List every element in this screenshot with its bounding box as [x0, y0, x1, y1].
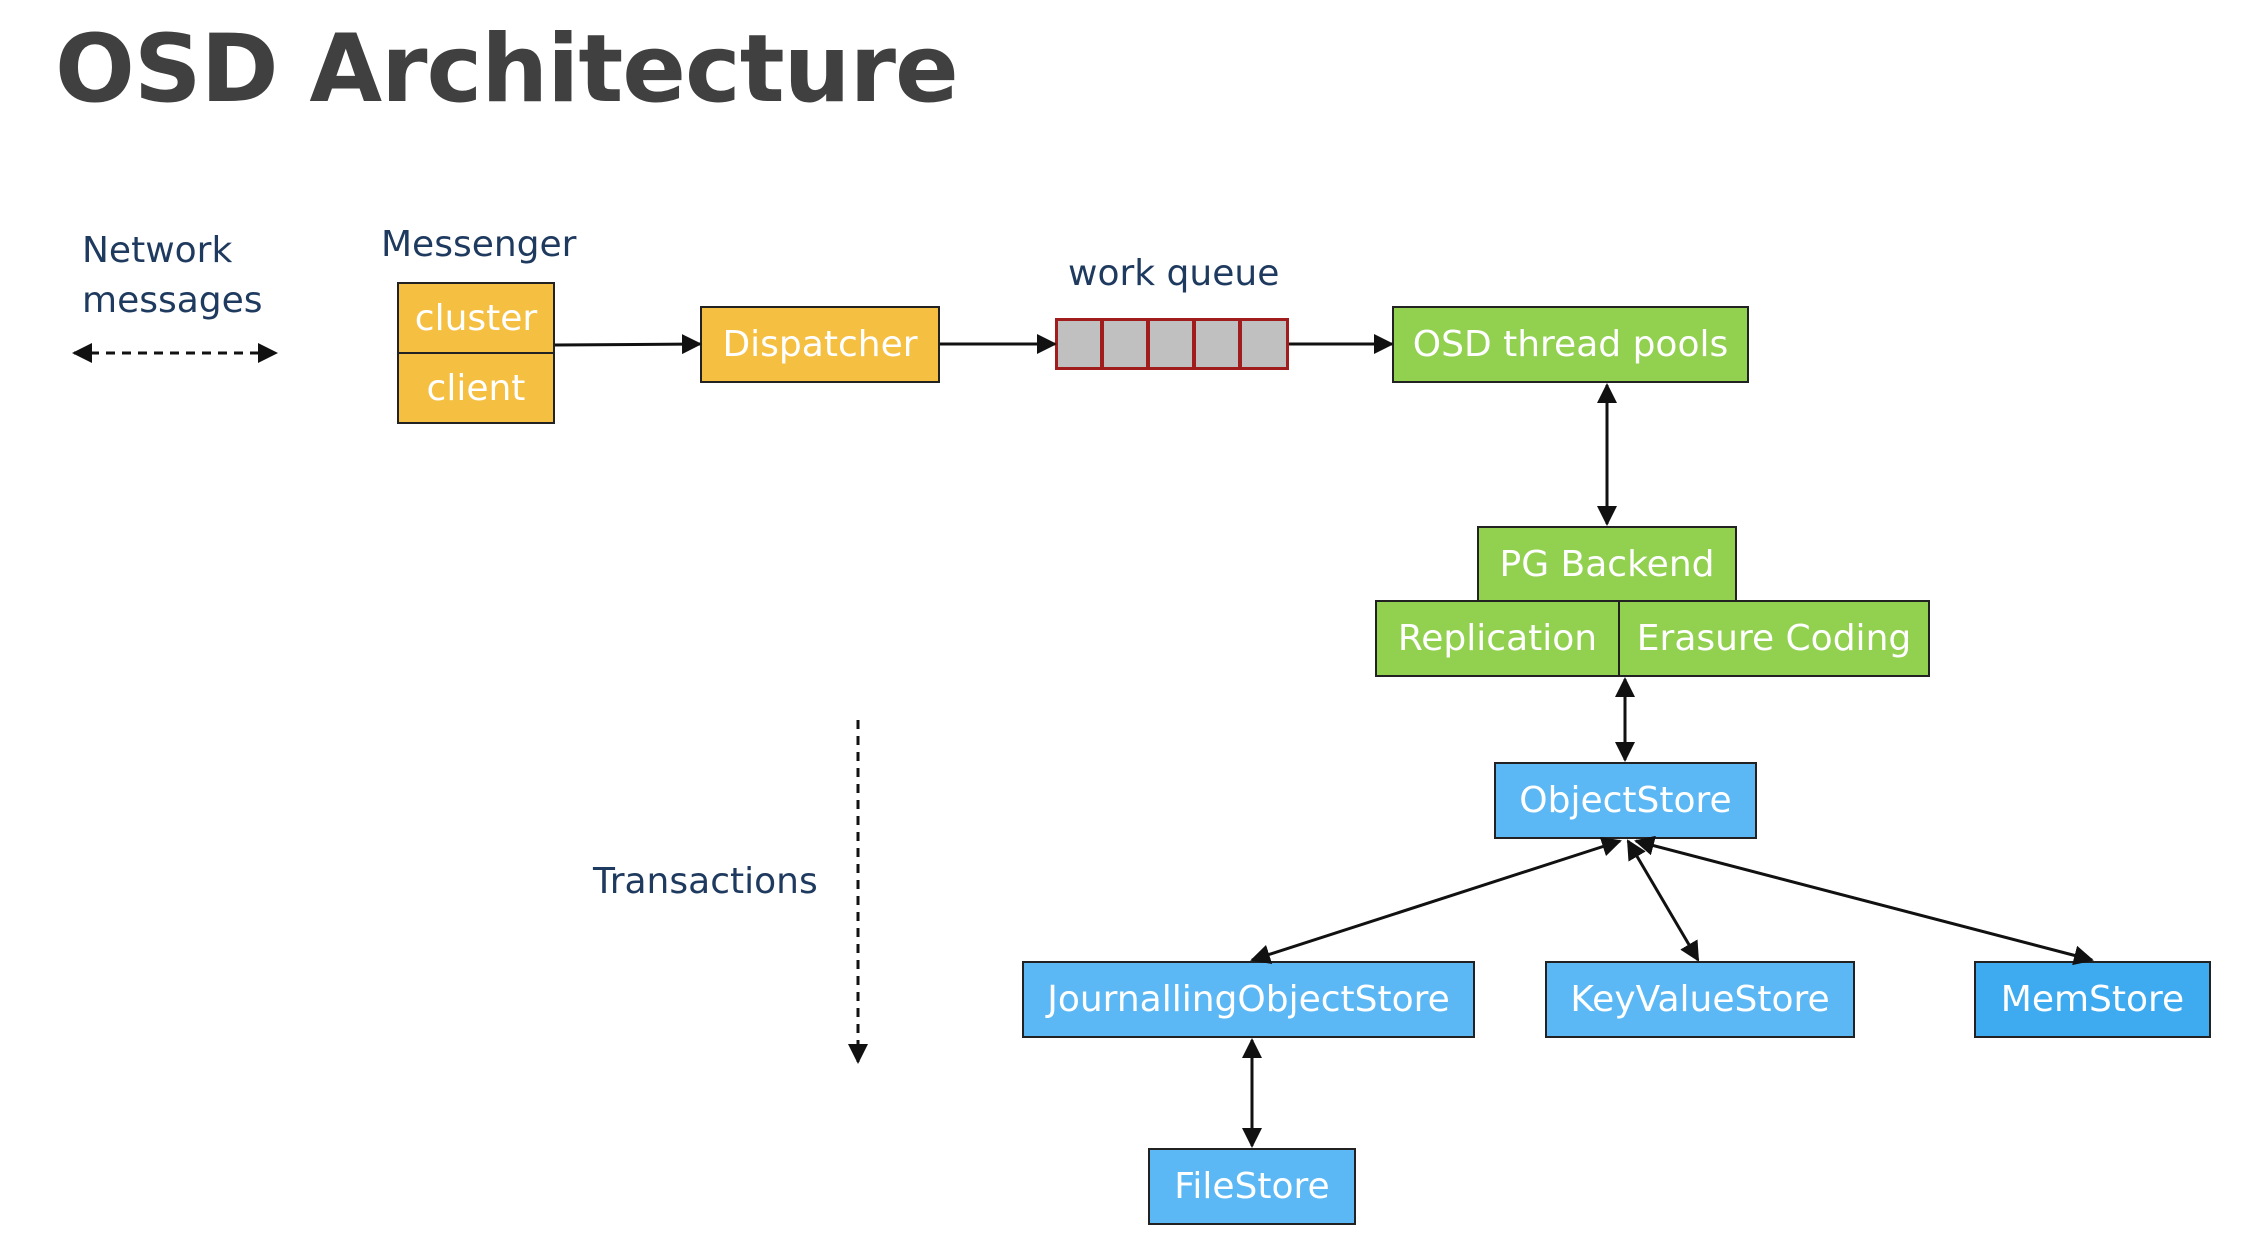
- erasure-coding-box: Erasure Coding: [1618, 600, 1930, 677]
- file-store-box: FileStore: [1148, 1148, 1356, 1225]
- work-queue-slot: [1239, 318, 1289, 370]
- osd-thread-pools-box: OSD thread pools: [1392, 306, 1749, 383]
- replication-box: Replication: [1375, 600, 1620, 677]
- work-queue-label: work queue: [1068, 253, 1280, 294]
- network-messages-label: Network messages: [82, 226, 263, 327]
- page-title: OSD Architecture: [55, 15, 959, 124]
- object-store-memstore-arrow: [1634, 835, 2094, 966]
- messenger-label: Messenger: [381, 224, 577, 265]
- work-queue-slot: [1055, 318, 1103, 370]
- key-value-store-box: KeyValueStore: [1545, 961, 1855, 1038]
- object-store-box: ObjectStore: [1494, 762, 1757, 839]
- object-store-keyvalue-arrow: [1626, 839, 1700, 962]
- journalling-object-store-box: JournallingObjectStore: [1022, 961, 1475, 1038]
- work-queue-slot: [1147, 318, 1195, 370]
- network-label-line1: Network: [82, 230, 233, 271]
- messenger-cluster-box: cluster: [397, 282, 555, 354]
- network-label-line2: messages: [82, 280, 263, 322]
- dispatcher-box: Dispatcher: [700, 306, 940, 383]
- work-queue-slot: [1193, 318, 1241, 370]
- mem-store-box: MemStore: [1974, 961, 2211, 1038]
- transactions-label: Transactions: [593, 861, 818, 902]
- messenger-to-dispatcher-arrow: [554, 334, 702, 355]
- work-queue-slot: [1101, 318, 1149, 370]
- object-store-journalling-arrow: [1250, 837, 1622, 964]
- pg-backend-box: PG Backend: [1477, 526, 1737, 603]
- messenger-client-box: client: [397, 352, 555, 424]
